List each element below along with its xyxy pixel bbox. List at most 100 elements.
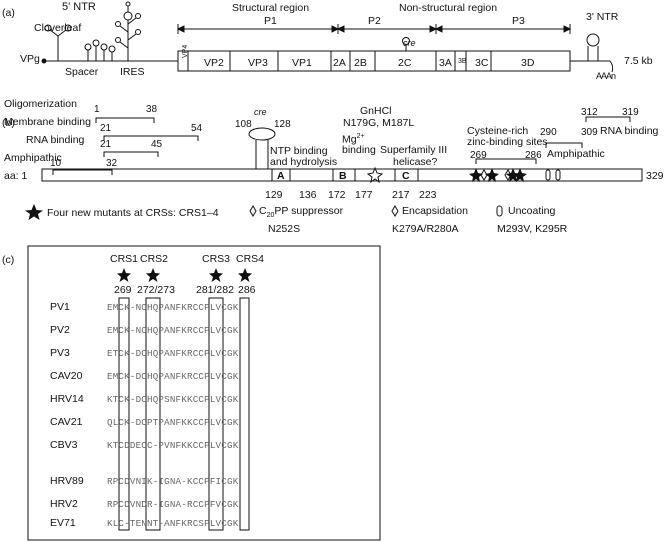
polya-label: AAAn <box>596 71 616 81</box>
legend-suppressor-mutation: N252S <box>268 223 301 235</box>
row-name-cav21: CAV21 <box>50 416 83 428</box>
cys-rich-label: Cysteine-rich <box>467 125 529 137</box>
amphi2-end: 309 <box>581 127 598 138</box>
domain-b-label: B <box>339 170 347 182</box>
rna-start: 21 <box>100 139 112 150</box>
legend-encapsidation-mutation: K279A/R280A <box>392 223 459 235</box>
panel-label-b: (b) <box>2 117 15 129</box>
rna-end: 45 <box>151 139 163 150</box>
membrane-binding-label: Membrane binding <box>4 116 91 128</box>
amphipathic-label: Amphipathic <box>4 152 62 164</box>
helicase-label: helicase? <box>393 156 438 168</box>
segment-vp3: VP3 <box>248 57 268 69</box>
row-name-pv2: PV2 <box>50 324 70 336</box>
row-name-hrv2: HRV2 <box>50 498 78 510</box>
crs1-position: 269 <box>114 284 132 296</box>
five-ntr-label: 5' NTR <box>62 1 96 13</box>
cys-end: 286 <box>525 150 542 161</box>
cre-label-protein: cre <box>254 107 267 117</box>
row-name-ev71: EV71 <box>50 517 76 529</box>
segment-vp2: VP2 <box>204 57 224 69</box>
segment-vp1: VP1 <box>292 57 312 69</box>
crs3-position: 281/282 <box>196 284 234 296</box>
panel-label-c: (c) <box>2 254 15 266</box>
spacer-label: Spacer <box>65 66 99 78</box>
amphi-start: 10 <box>50 158 62 169</box>
zinc-binding-label: zinc-binding sites <box>467 136 548 148</box>
membrane-end: 54 <box>191 123 203 134</box>
amphipathic2-label: Amphipathic <box>547 148 605 160</box>
aa-start-label: aa: 1 <box>4 170 28 182</box>
nonstructural-region-label: Non-structural region <box>399 2 498 14</box>
row-seq-pv2: EMCK-NCHQPANFKRCCPLVCGK <box>107 325 239 336</box>
segment-2a: 2A <box>333 57 346 69</box>
row-seq-hrv2: RPCDVNDR-IGNA-RCCPFVCGK <box>107 499 239 510</box>
mg-binding-label-2: binding <box>342 144 376 156</box>
row-seq-cav21: QLCK-DCPTPANFKKCCPLVCGK <box>107 417 239 428</box>
cloverleaf-label: Cloverleaf <box>34 22 82 34</box>
superfamily-label: Superfamily III <box>380 144 448 156</box>
row-seq-hrv89: RPCDVNIK-IGNA-KCCPFICGK <box>107 476 239 487</box>
rna-binding2-label: RNA binding <box>600 125 659 137</box>
row-name-cav20: CAV20 <box>50 370 83 382</box>
crs4-position: 286 <box>238 284 256 296</box>
oligo-end: 38 <box>146 104 158 115</box>
gnhcl-mutations: N179G, M187L <box>343 117 415 129</box>
oligomerization-label: Oligomerization <box>4 98 77 110</box>
pos-217: 217 <box>392 189 410 201</box>
hydrolysis-label: and hydrolysis <box>270 156 338 168</box>
legend-uncoating: Uncoating <box>508 205 556 217</box>
crs3-label: CRS3 <box>202 253 231 265</box>
row-seq-cbv3: KTCDDECC-PVNFKKCCPLVCGK <box>107 440 239 451</box>
legend-star-text: Four new mutants at CRSs: CRS1–4 <box>47 207 219 219</box>
rna2-end: 319 <box>622 107 639 118</box>
crs1-label: CRS1 <box>110 253 139 265</box>
structural-region-label: Structural region <box>232 2 310 14</box>
row-name-hrv89: HRV89 <box>50 475 84 487</box>
pos-136: 136 <box>299 189 317 201</box>
segment-2c: 2C <box>398 57 412 69</box>
three-ntr-label: 3' NTR <box>586 11 619 23</box>
ntp-binding-label: NTP binding <box>270 145 328 157</box>
legend-suppressor: C20PP suppressor <box>259 205 344 220</box>
rna-binding-label: RNA binding <box>26 134 85 146</box>
row-seq-hrv14: KTCK-DCHQPSNFKKCCPLVCGK <box>107 394 239 405</box>
pos-223: 223 <box>419 189 437 201</box>
oligo-start: 1 <box>94 104 100 115</box>
row-name-pv3: PV3 <box>50 347 70 359</box>
amphi-end: 32 <box>106 158 118 169</box>
segment-3c: 3C <box>475 57 489 69</box>
rna2-start: 312 <box>581 107 598 118</box>
gnhcl-label: GnHCl <box>360 105 392 117</box>
segment-3a: 3A <box>439 57 452 69</box>
amphi2-start: 290 <box>540 127 557 138</box>
pos-129: 129 <box>265 189 283 201</box>
domain-c-label: C <box>402 170 410 182</box>
mg-binding-label: Mg2+ <box>342 133 365 146</box>
crs4-label: CRS4 <box>236 253 265 265</box>
row-seq-pv1: EMCK-NCHQPANFKRCCPLVCGK <box>107 302 239 313</box>
row-seq-ev71: KLC-TENNT-ANFKRCSPLVCGK <box>107 518 239 529</box>
ires-label: IRES <box>120 66 145 78</box>
segment-2b: 2B <box>354 57 367 69</box>
row-name-cbv3: CBV3 <box>50 439 78 451</box>
domain-a-label: A <box>277 170 285 182</box>
cre-start: 108 <box>235 119 252 130</box>
crs2-label: CRS2 <box>140 253 169 265</box>
vpg-label: VPg <box>20 53 40 65</box>
row-name-hrv14: HRV14 <box>50 393 84 405</box>
pos-172: 172 <box>328 189 346 201</box>
segment-3b: 3B <box>458 58 467 65</box>
segment-3d: 3D <box>521 57 535 69</box>
p1-label: P1 <box>264 15 277 27</box>
panel-label-a: (a) <box>2 7 15 19</box>
aa-end-label: 329 <box>646 170 664 182</box>
legend-uncoating-mutation: M293V, K295R <box>497 223 568 235</box>
cys-start: 269 <box>470 150 487 161</box>
pos-177: 177 <box>355 189 373 201</box>
row-name-pv1: PV1 <box>50 301 70 313</box>
crs2-position: 272/273 <box>137 284 175 296</box>
row-seq-cav20: EMCK-DCHQPANFKRCCPLVCGK <box>107 371 239 382</box>
cre-end: 128 <box>274 119 291 130</box>
